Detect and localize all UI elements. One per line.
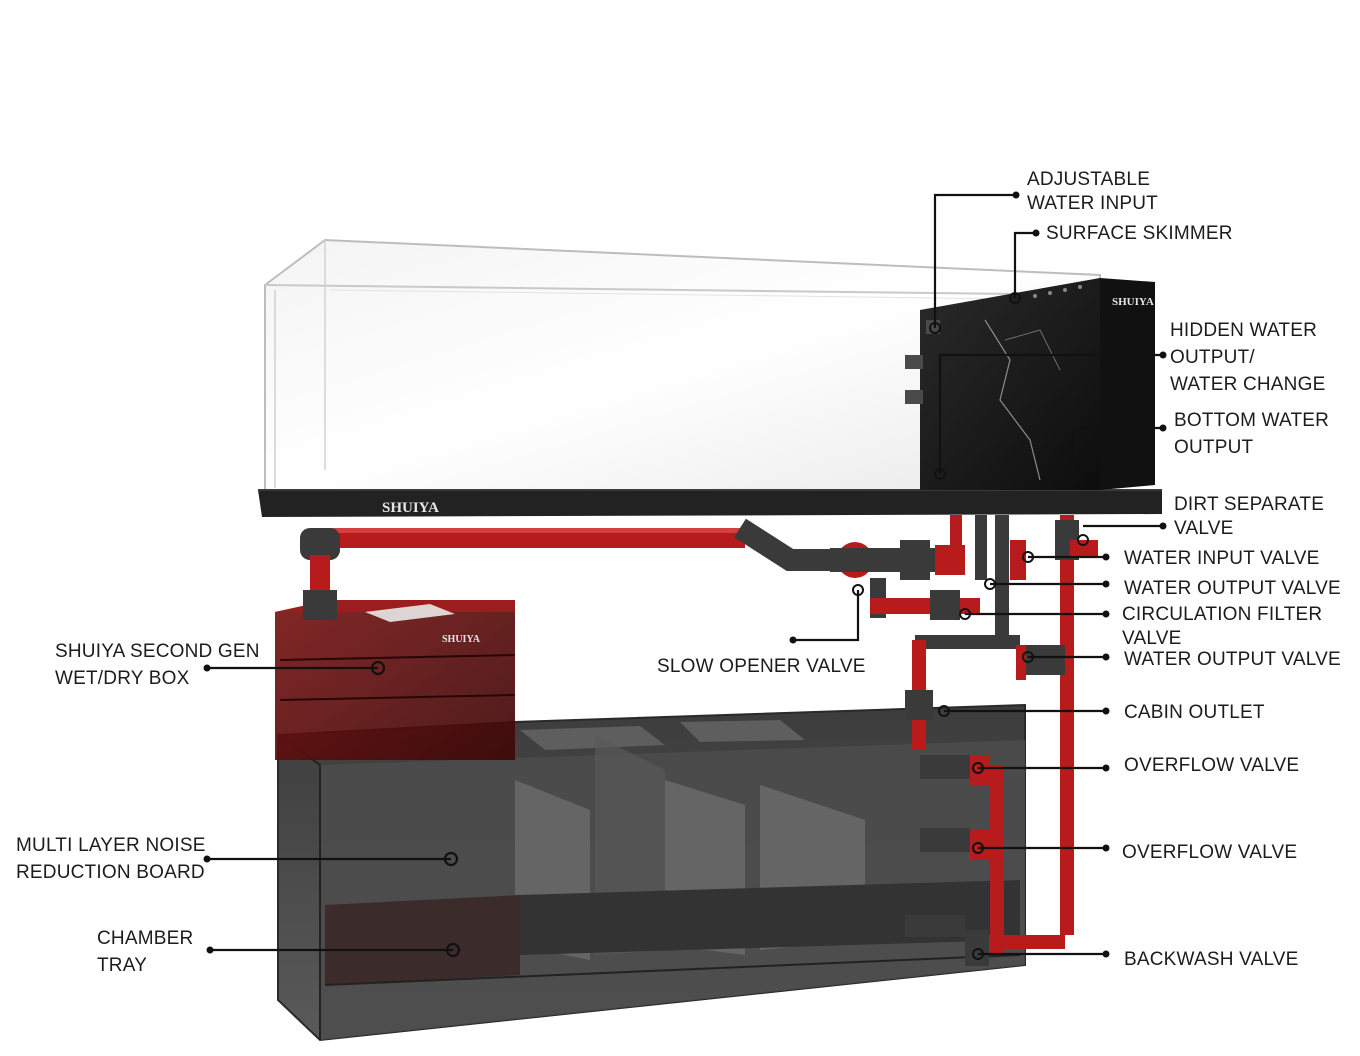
leader-lines (203, 191, 1167, 960)
label-wet-dry-box: SHUIYA SECOND GEN WET/DRY BOX (55, 641, 260, 689)
label-line: CABIN OUTLET (1124, 702, 1265, 723)
label-overflow-valve-1: OVERFLOW VALVE (1124, 755, 1299, 776)
label-line: SHUIYA SECOND GEN (55, 641, 260, 662)
label-line: BOTTOM WATER (1174, 410, 1329, 431)
sump-tank (277, 703, 1026, 1042)
label-water-input-valve: WATER INPUT VALVE (1124, 548, 1320, 569)
label-water-output-valve-2: WATER OUTPUT VALVE (1124, 649, 1341, 670)
label-dirt-separate-valve: DIRT SEPARATE VALVE (1174, 494, 1324, 539)
label-water-output-valve-1: WATER OUTPUT VALVE (1124, 578, 1341, 599)
tank-base: SHUIYA (258, 489, 1162, 517)
plumbing (300, 515, 1098, 966)
label-line: WATER INPUT (1027, 193, 1158, 214)
label-adjustable-water-input: ADJUSTABLE WATER INPUT (1027, 169, 1158, 214)
label-line: OVERFLOW VALVE (1122, 842, 1297, 863)
label-chamber-tray: CHAMBER TRAY (97, 928, 193, 976)
label-line: CIRCULATION FILTER (1122, 604, 1322, 625)
label-noise-board: MULTI LAYER NOISE REDUCTION BOARD (16, 835, 206, 883)
label-cabin-outlet: CABIN OUTLET (1124, 702, 1265, 723)
overflow-cabinet: SHUIYA (905, 278, 1155, 490)
label-overflow-valve-2: OVERFLOW VALVE (1122, 842, 1297, 863)
label-line: VALVE (1122, 628, 1181, 649)
label-line: HIDDEN WATER (1170, 320, 1317, 341)
label-surface-skimmer: SURFACE SKIMMER (1046, 223, 1233, 244)
cabinet-logo: SHUIYA (1112, 296, 1154, 308)
box-brand-mark: SHUIYA (442, 634, 481, 645)
label-line: TRAY (97, 955, 147, 976)
label-line: OVERFLOW VALVE (1124, 755, 1299, 776)
label-line: ADJUSTABLE (1027, 169, 1150, 190)
label-line: WATER INPUT VALVE (1124, 548, 1320, 569)
label-line: WATER OUTPUT VALVE (1124, 578, 1341, 599)
label-line: OUTPUT/ (1170, 347, 1255, 368)
label-line: SLOW OPENER VALVE (657, 656, 866, 677)
label-slow-opener-valve: SLOW OPENER VALVE (657, 656, 866, 677)
label-line: WATER OUTPUT VALVE (1124, 649, 1341, 670)
label-line: REDUCTION BOARD (16, 862, 205, 883)
label-line: SURFACE SKIMMER (1046, 223, 1233, 244)
label-hidden-water-output: HIDDEN WATER OUTPUT/WATER CHANGE (1170, 320, 1325, 395)
brand-mark: SHUIYA (382, 500, 439, 516)
label-line: CHAMBER (97, 928, 193, 949)
label-line: DIRT SEPARATE (1174, 494, 1324, 515)
label-circulation-filter-valve: CIRCULATION FILTER VALVE (1122, 604, 1322, 649)
label-line: BACKWASH VALVE (1124, 949, 1299, 970)
label-line: VALVE (1174, 518, 1233, 539)
label-line: WATER CHANGE (1170, 374, 1325, 395)
label-bottom-water-output: BOTTOM WATER OUTPUT (1174, 410, 1329, 458)
label-line: OUTPUT (1174, 437, 1254, 458)
wet-dry-box: SHUIYA (275, 600, 516, 760)
label-backwash-valve: BACKWASH VALVE (1124, 949, 1299, 970)
callout-labels: ADJUSTABLE WATER INPUT SURFACE SKIMMER HI… (16, 169, 1341, 976)
label-line: MULTI LAYER NOISE (16, 835, 206, 856)
label-line: WET/DRY BOX (55, 668, 190, 689)
